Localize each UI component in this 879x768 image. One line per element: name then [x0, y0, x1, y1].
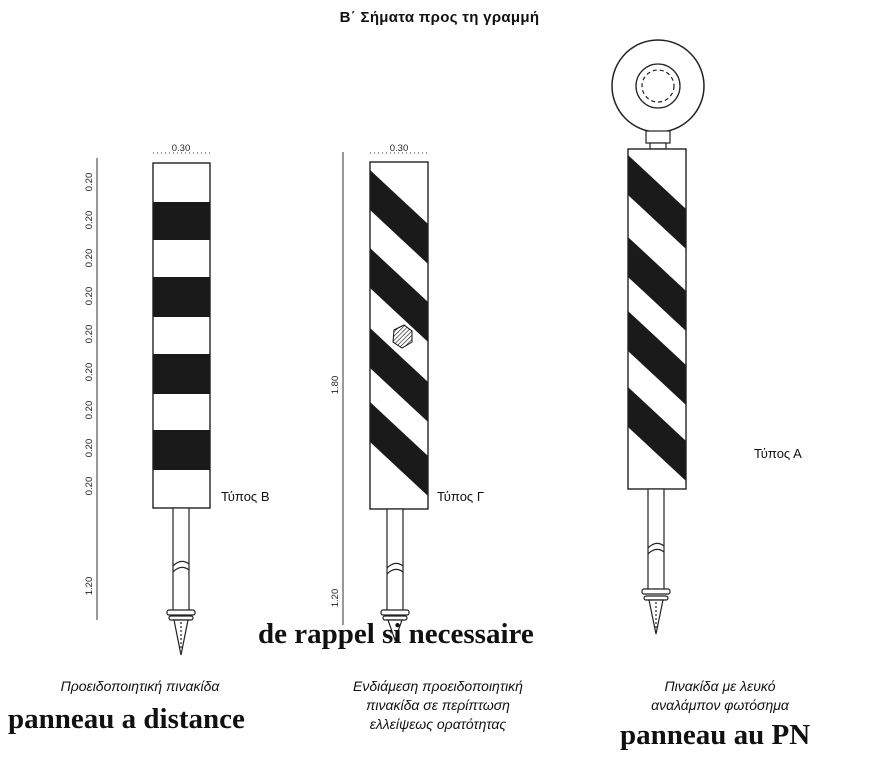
stake: [166, 507, 196, 656]
type-g-label: Τύπος Γ: [437, 489, 484, 504]
black-band: [153, 354, 210, 394]
diagonal-stripe: [370, 328, 428, 422]
black-band: [153, 202, 210, 240]
type-a-label: Τύπος Α: [754, 446, 802, 461]
svg-text:0.20: 0.20: [84, 363, 95, 382]
diagonal-stripe: [628, 237, 686, 331]
stake-dimension-label: 1.20: [84, 577, 95, 596]
diagonal-stripe: [628, 387, 686, 481]
svg-text:0.20: 0.20: [84, 477, 95, 496]
reflector-icon: [392, 324, 413, 349]
type-g-signal: 0.30 1.80 1.20: [330, 143, 429, 642]
french-label-right: panneau au PN: [620, 719, 811, 751]
french-label-left: panneau a distance: [8, 703, 245, 735]
caption-right-1: Πινακίδα με λευκό: [664, 678, 776, 694]
diagonal-stripe: [370, 402, 428, 496]
black-band: [153, 430, 210, 470]
black-band: [153, 277, 210, 317]
caption-middle-2: πινακίδα σε περίπτωση: [366, 697, 510, 713]
stake-dimension-label: 1.20: [330, 589, 341, 608]
caption-middle-1: Ενδιάμεση προειδοποιητική: [353, 678, 523, 694]
svg-text:0.20: 0.20: [84, 325, 95, 344]
type-b-signal: 0.30 0.20 0.20 0.20 0.20 0.20 0.20 0.20 …: [84, 143, 211, 656]
width-dimension-label: 0.30: [172, 143, 191, 154]
caption-left: Προειδοποιητική πινακίδα: [60, 678, 220, 694]
diagonal-stripe: [628, 311, 686, 405]
light-disc-icon: [611, 39, 705, 133]
page-title: Β΄ Σήματα προς τη γραμμή: [339, 9, 540, 26]
type-a-signal: [611, 39, 705, 635]
french-label-middle: de rappel si necessaire: [258, 618, 534, 650]
svg-text:0.20: 0.20: [84, 401, 95, 420]
svg-text:0.20: 0.20: [84, 439, 95, 458]
stake: [641, 488, 671, 635]
width-dimension-label: 0.30: [390, 143, 409, 154]
svg-text:0.20: 0.20: [84, 249, 95, 268]
height-dimension-label: 1.80: [330, 376, 341, 395]
caption-middle-3: ελλείψεως ορατότητας: [369, 716, 507, 732]
svg-text:0.20: 0.20: [84, 211, 95, 230]
diagonal-stripe: [370, 248, 428, 342]
diagonal-stripe: [628, 155, 686, 249]
svg-text:0.20: 0.20: [84, 173, 95, 192]
diagonal-stripe: [370, 170, 428, 264]
stake: [380, 508, 410, 642]
type-b-label: Τύπος Β: [221, 489, 270, 504]
svg-text:0.20: 0.20: [84, 287, 95, 306]
caption-right-2: αναλάμπον φωτόσημα: [651, 697, 789, 713]
